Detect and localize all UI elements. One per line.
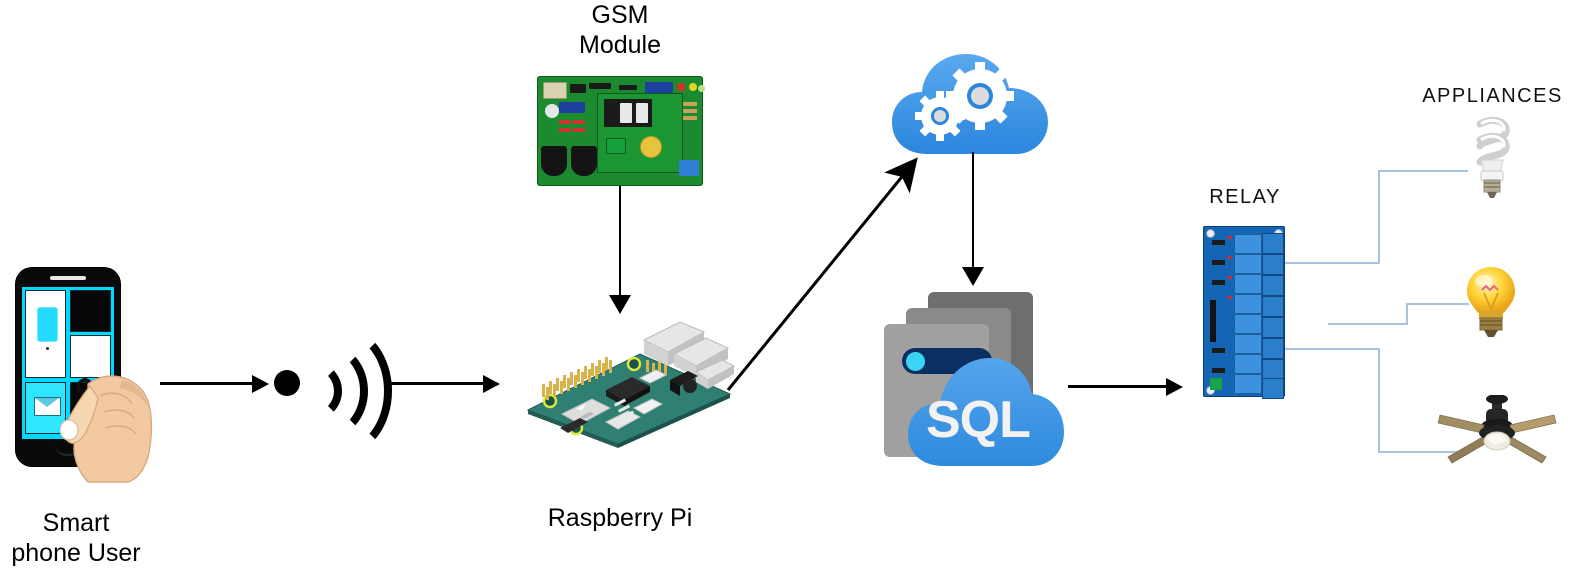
relay-terminal-4 (1262, 296, 1284, 317)
app-tile-dark-1[interactable] (70, 290, 111, 332)
gsm-resistor-2 (573, 120, 585, 124)
relay-terminal-7 (1262, 359, 1284, 380)
arrow-cloud-to-sql (962, 152, 984, 286)
arrow-wifi-to-raspberry-pi (385, 375, 500, 393)
gsm-audio-jack-1 (541, 146, 567, 176)
gsm-led-yellow (689, 83, 697, 91)
app-tile-light[interactable] (70, 335, 111, 378)
relay-module (1203, 226, 1285, 399)
ceiling-fan (1432, 394, 1562, 475)
gsm-cap-blue-1 (645, 82, 673, 95)
relay-block-1 (1234, 234, 1262, 254)
cloud-gears-icon (888, 50, 1058, 160)
wireless-signal-icon (272, 318, 392, 456)
relay-res-3 (1227, 276, 1232, 279)
arrow-phone-to-wifi (160, 375, 269, 393)
connector-fan-seg1 (1285, 348, 1380, 350)
gsm-resistor-5 (683, 102, 697, 106)
relay-block-6 (1234, 334, 1262, 354)
relay-res-1 (1227, 236, 1232, 239)
relay-res-2 (1227, 256, 1232, 259)
gsm-module (537, 76, 705, 186)
relay-terminal-8 (1262, 378, 1284, 399)
gsm-terminal-block (679, 160, 699, 176)
relay-pin-header (1210, 300, 1216, 342)
gsm-led-red (677, 83, 685, 91)
arrow-raspberry-pi-to-cloud (726, 157, 918, 391)
relay-res-4 (1227, 296, 1232, 299)
gsm-usb-port (543, 82, 567, 99)
relay-terminal-3 (1262, 275, 1284, 296)
relay-smd-4 (1212, 348, 1225, 353)
connector-fan-seg3 (1378, 451, 1468, 453)
gsm-resistor-3 (559, 128, 571, 132)
relay-terminal-1 (1262, 233, 1284, 254)
relay-block-3 (1234, 274, 1262, 294)
gsm-resistor-4 (573, 128, 585, 132)
gsm-resistor-6 (683, 109, 697, 113)
sql-cloud-shape (908, 358, 1064, 466)
app-tile-mail[interactable] (25, 382, 66, 434)
gsm-sub-pad (606, 138, 626, 154)
connector-fan-seg2 (1378, 348, 1380, 453)
sql-label: SQL (926, 391, 1031, 449)
app-chip (37, 307, 58, 342)
connector-bulb-seg2 (1406, 303, 1408, 325)
relay-block-2 (1234, 254, 1262, 274)
relay-terminal-5 (1262, 317, 1284, 338)
gsm-chip-2 (619, 85, 637, 90)
incandescent-bulb (1460, 263, 1522, 339)
wifi-arc-3 (290, 326, 392, 456)
phone-speaker (50, 276, 86, 280)
pointing-hand (60, 375, 153, 483)
gsm-round-pad (545, 104, 559, 118)
connector-bulb-seg3 (1406, 303, 1469, 305)
gsm-chip-1 (589, 83, 611, 89)
arrow-sql-to-relay (1068, 378, 1183, 396)
gsm-resistor-1 (559, 120, 571, 124)
cfl-bulb (1462, 110, 1522, 200)
connector-cfl-seg1 (1285, 262, 1380, 264)
smartphone-user (8, 268, 153, 488)
gsm-led-green (698, 85, 705, 92)
smartphone-user-label: Smart phone User (11, 509, 141, 567)
connector-cfl-seg2 (1378, 170, 1380, 264)
gsm-audio-jack-2 (571, 146, 597, 176)
relay-block-5 (1234, 314, 1262, 334)
gsm-header-pins (570, 84, 586, 93)
sql-database-cloud-icon: SQL (880, 292, 1065, 470)
gsm-module-label: GSM Module (579, 1, 661, 59)
gsm-daughter-board (597, 93, 683, 173)
raspberry-pi (518, 318, 738, 448)
relay-terminal-6 (1262, 338, 1284, 359)
gsm-ic-mark-1 (620, 103, 632, 123)
appliances-label: APPLIANCES (1422, 85, 1563, 107)
server-status-light (906, 352, 925, 371)
connector-bulb-seg1 (1328, 323, 1408, 325)
relay-label: RELAY (1209, 186, 1281, 208)
mail-envelope-icon (34, 397, 61, 416)
relay-block-4 (1234, 294, 1262, 314)
relay-smd-2 (1212, 260, 1225, 265)
app-tile-media[interactable] (25, 290, 66, 378)
relay-block-7 (1234, 354, 1262, 374)
raspberry-pi-label: Raspberry Pi (547, 504, 693, 532)
gsm-resistor-7 (683, 116, 697, 120)
connector-cfl-seg3 (1378, 170, 1468, 172)
relay-smd-1 (1212, 240, 1225, 245)
relay-smd-3 (1212, 280, 1225, 285)
gsm-yellow-cap (640, 136, 662, 158)
gsm-ic-mark-2 (636, 103, 648, 123)
app-dot (46, 347, 49, 350)
phone-home-button[interactable] (55, 444, 81, 456)
relay-mount-hole-top (1206, 229, 1215, 238)
gsm-cap-blue-2 (559, 102, 585, 113)
arrow-gsm-to-raspberry-pi (609, 186, 631, 314)
relay-block-8 (1234, 374, 1262, 394)
relay-power-terminal (1210, 378, 1222, 390)
relay-terminal-2 (1262, 254, 1284, 275)
relay-smd-5 (1212, 368, 1225, 373)
